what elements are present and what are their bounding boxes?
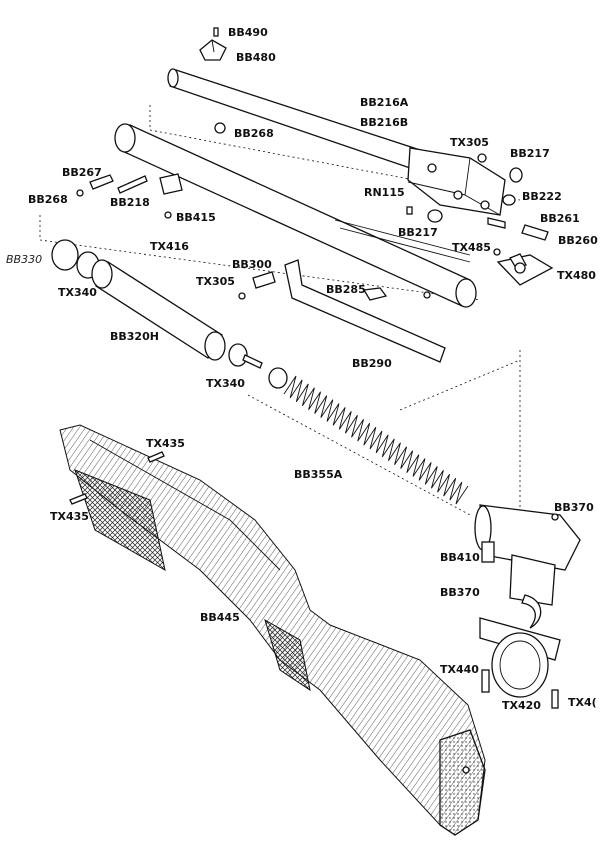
- label-bb415: BB415: [176, 211, 216, 224]
- label-bb300: BB300: [232, 258, 272, 271]
- assembly-line-spring: [247, 394, 471, 516]
- label-bb445: BB445: [200, 611, 240, 624]
- label-tx305-top: TX305: [450, 136, 489, 149]
- barrel: [167, 68, 506, 216]
- mainspring: [268, 367, 469, 505]
- label-bb355a: BB355A: [294, 468, 343, 481]
- label-bb370-top: BB370: [554, 501, 594, 514]
- label-tx435-top: TX435: [146, 437, 185, 450]
- label-bb285: BB285: [326, 283, 366, 296]
- assembly-line-barrel: [149, 105, 521, 201]
- label-bb216b: BB216B: [360, 116, 408, 129]
- trigger-guard: [479, 617, 561, 709]
- stock: [59, 424, 486, 836]
- label-bb410: BB410: [440, 551, 480, 564]
- label-bb330: BB330: [6, 253, 42, 266]
- label-bb370-mid: BB370: [440, 586, 480, 599]
- pin-bb300: [238, 271, 276, 300]
- label-bb217-top: BB217: [510, 147, 550, 160]
- label-bb320h: BB320H: [110, 330, 159, 343]
- label-bb267: BB267: [62, 166, 102, 179]
- label-bb490: BB490: [228, 26, 268, 39]
- trigger-block: [474, 504, 581, 629]
- label-tx340-left: TX340: [58, 286, 97, 299]
- label-tx416: TX416: [150, 240, 189, 253]
- compression-tube: [114, 122, 477, 308]
- label-tx420: TX420: [502, 699, 541, 712]
- label-tx440: TX440: [440, 663, 479, 676]
- label-tx340-mid: TX340: [206, 377, 245, 390]
- label-bb480: BB480: [236, 51, 276, 64]
- breech-small-parts: [406, 153, 549, 241]
- label-bb222: BB222: [522, 190, 562, 203]
- label-bb216a: BB216A: [360, 96, 409, 109]
- front-sight: [199, 27, 227, 61]
- assembly-line-lever: [399, 359, 521, 411]
- label-tx480: TX480: [557, 269, 596, 282]
- left-small-parts: [76, 173, 183, 219]
- label-bb261: BB261: [540, 212, 580, 225]
- label-tx485: TX485: [452, 241, 491, 254]
- rear-sight: [493, 248, 554, 286]
- label-rn115: RN115: [364, 186, 405, 199]
- label-bb268-top: BB268: [234, 127, 274, 140]
- label-bb268-left: BB268: [28, 193, 68, 206]
- cocking-lever: [284, 259, 446, 363]
- label-tx40: TX4(: [568, 696, 597, 709]
- label-bb260: BB260: [558, 234, 598, 247]
- label-tx305-mid: TX305: [196, 275, 235, 288]
- assembly-line-tube: [39, 215, 481, 301]
- label-bb217-mid: BB217: [398, 226, 438, 239]
- label-tx435-left: TX435: [50, 510, 89, 523]
- label-bb218: BB218: [110, 196, 150, 209]
- piston: [91, 259, 263, 369]
- label-bb290: BB290: [352, 357, 392, 370]
- stock-screws: [69, 451, 165, 505]
